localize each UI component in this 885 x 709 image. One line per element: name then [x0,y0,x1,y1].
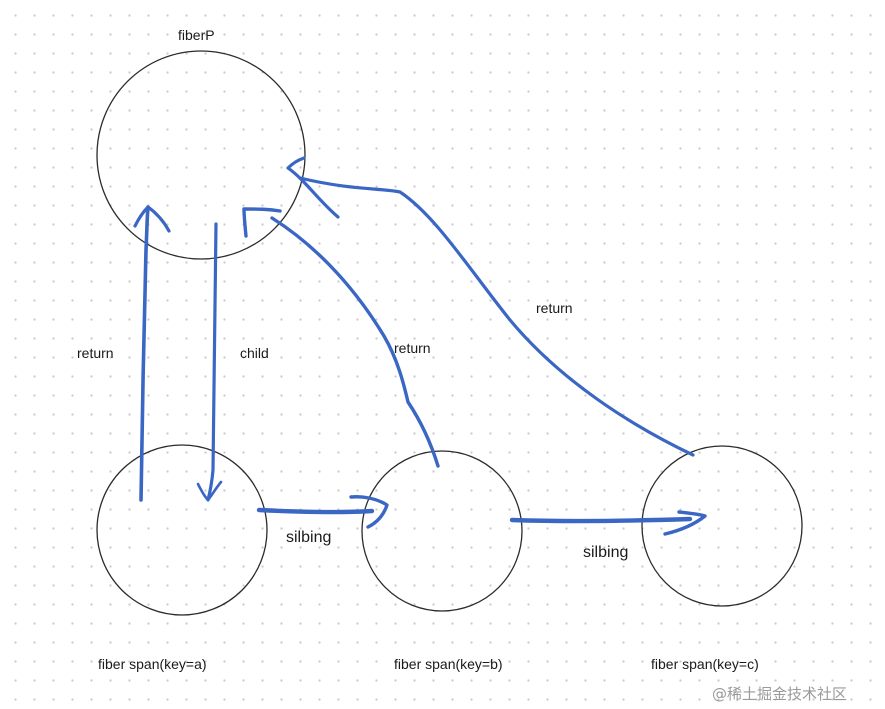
edge-a-return [133,205,171,502]
node-fiber-a [96,444,268,616]
edge-p-child [196,222,223,502]
node-fiber-b [361,450,523,612]
label-fiber-a: fiber span(key=a) [98,656,207,672]
label-edge-c-return: return [536,300,573,316]
label-edge-a-return: return [77,345,114,361]
label-fiber-c: fiber span(key=c) [651,656,759,672]
label-fiber-b: fiber span(key=b) [394,656,503,672]
watermark-text: @稀土掘金技术社区 [712,685,847,703]
label-edge-b-sibling: silbing [583,544,628,561]
label-fiberP: fiberP [178,27,215,43]
label-edge-b-return: return [394,340,431,356]
edge-b-sibling [509,510,707,536]
label-edge-p-child: child [240,345,269,361]
edge-a-sibling [256,495,389,529]
edge-b-return [242,207,440,468]
edge-c-return [286,156,695,457]
node-fiberP [96,50,306,260]
label-edge-a-sibling: silbing [286,529,331,546]
node-fiber-c [641,445,803,607]
